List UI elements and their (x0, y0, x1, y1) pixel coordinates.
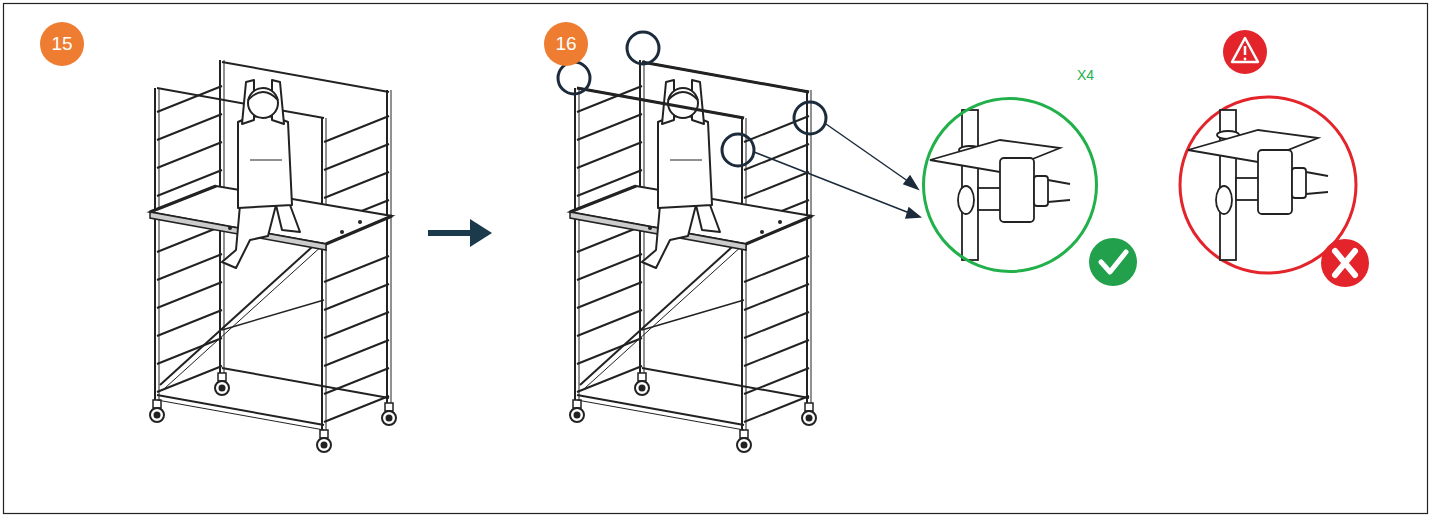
wrong-clamp-detail-part-part (1306, 192, 1328, 194)
scaffold-step-16-part (577, 88, 744, 118)
warning-badge-part (1244, 58, 1247, 61)
check-circles (558, 32, 826, 166)
wrong-badge-part (1335, 251, 1355, 275)
scaffold-step-16-part (642, 62, 809, 92)
next-step-arrow (428, 219, 492, 247)
check-circles-part (558, 62, 590, 94)
scaffold-step-15-part (150, 60, 396, 452)
warning-badge-part (1232, 38, 1258, 62)
warning-badge-part (1244, 46, 1247, 55)
leader-lines-part (754, 152, 912, 214)
check-badge (1089, 238, 1137, 286)
correct-clamp-detail-part (1048, 200, 1070, 202)
check-circles-part (794, 102, 826, 134)
leader-lines-part (906, 208, 920, 218)
scaffold-step-16 (570, 60, 816, 452)
leader-lines-part (904, 176, 918, 189)
correct-clamp-detail-part (962, 110, 978, 260)
step-number: 16 (544, 22, 588, 66)
wrong-clamp-detail-part-part (1188, 130, 1318, 162)
detail-circle: X4 (922, 97, 1098, 273)
correct-clamp-detail-part (1048, 180, 1070, 184)
next-step-arrow-part (470, 219, 492, 247)
leader-lines (754, 124, 920, 218)
correct-clamp-detail-part (930, 140, 1060, 172)
step-number: 15 (40, 22, 84, 66)
scaffold-step-15 (150, 60, 396, 452)
check-badge-part (1089, 238, 1137, 286)
wrong-clamp-detail-part-part (1258, 150, 1292, 214)
scaffold-step-16-part (570, 60, 816, 452)
check-circles-part (722, 134, 754, 166)
callout-number: 15 (51, 33, 72, 55)
quantity-label: X4 (1077, 67, 1094, 83)
correct-clamp-detail (930, 110, 1070, 260)
leader-lines-part (826, 124, 912, 184)
wrong-clamp-detail-part-part (1216, 186, 1232, 214)
callout-number: 16 (555, 33, 576, 55)
correct-clamp-detail-part (1034, 176, 1048, 206)
check-circles-part (627, 32, 659, 64)
correct-clamp-detail-part (958, 186, 974, 214)
wrong-clamp-detail-part (1188, 110, 1328, 260)
wrong-badge-part (1321, 239, 1369, 287)
wrong-clamp-detail-part-part (1306, 172, 1328, 176)
wrong-badge (1321, 239, 1369, 287)
correct-clamp-detail-part (1000, 158, 1034, 222)
warning-badge (1223, 30, 1267, 74)
check-badge-part (1101, 252, 1126, 272)
wrong-clamp-detail-part-part (1292, 168, 1306, 198)
frame-border (4, 4, 1428, 514)
warning-badge-part (1223, 30, 1267, 74)
